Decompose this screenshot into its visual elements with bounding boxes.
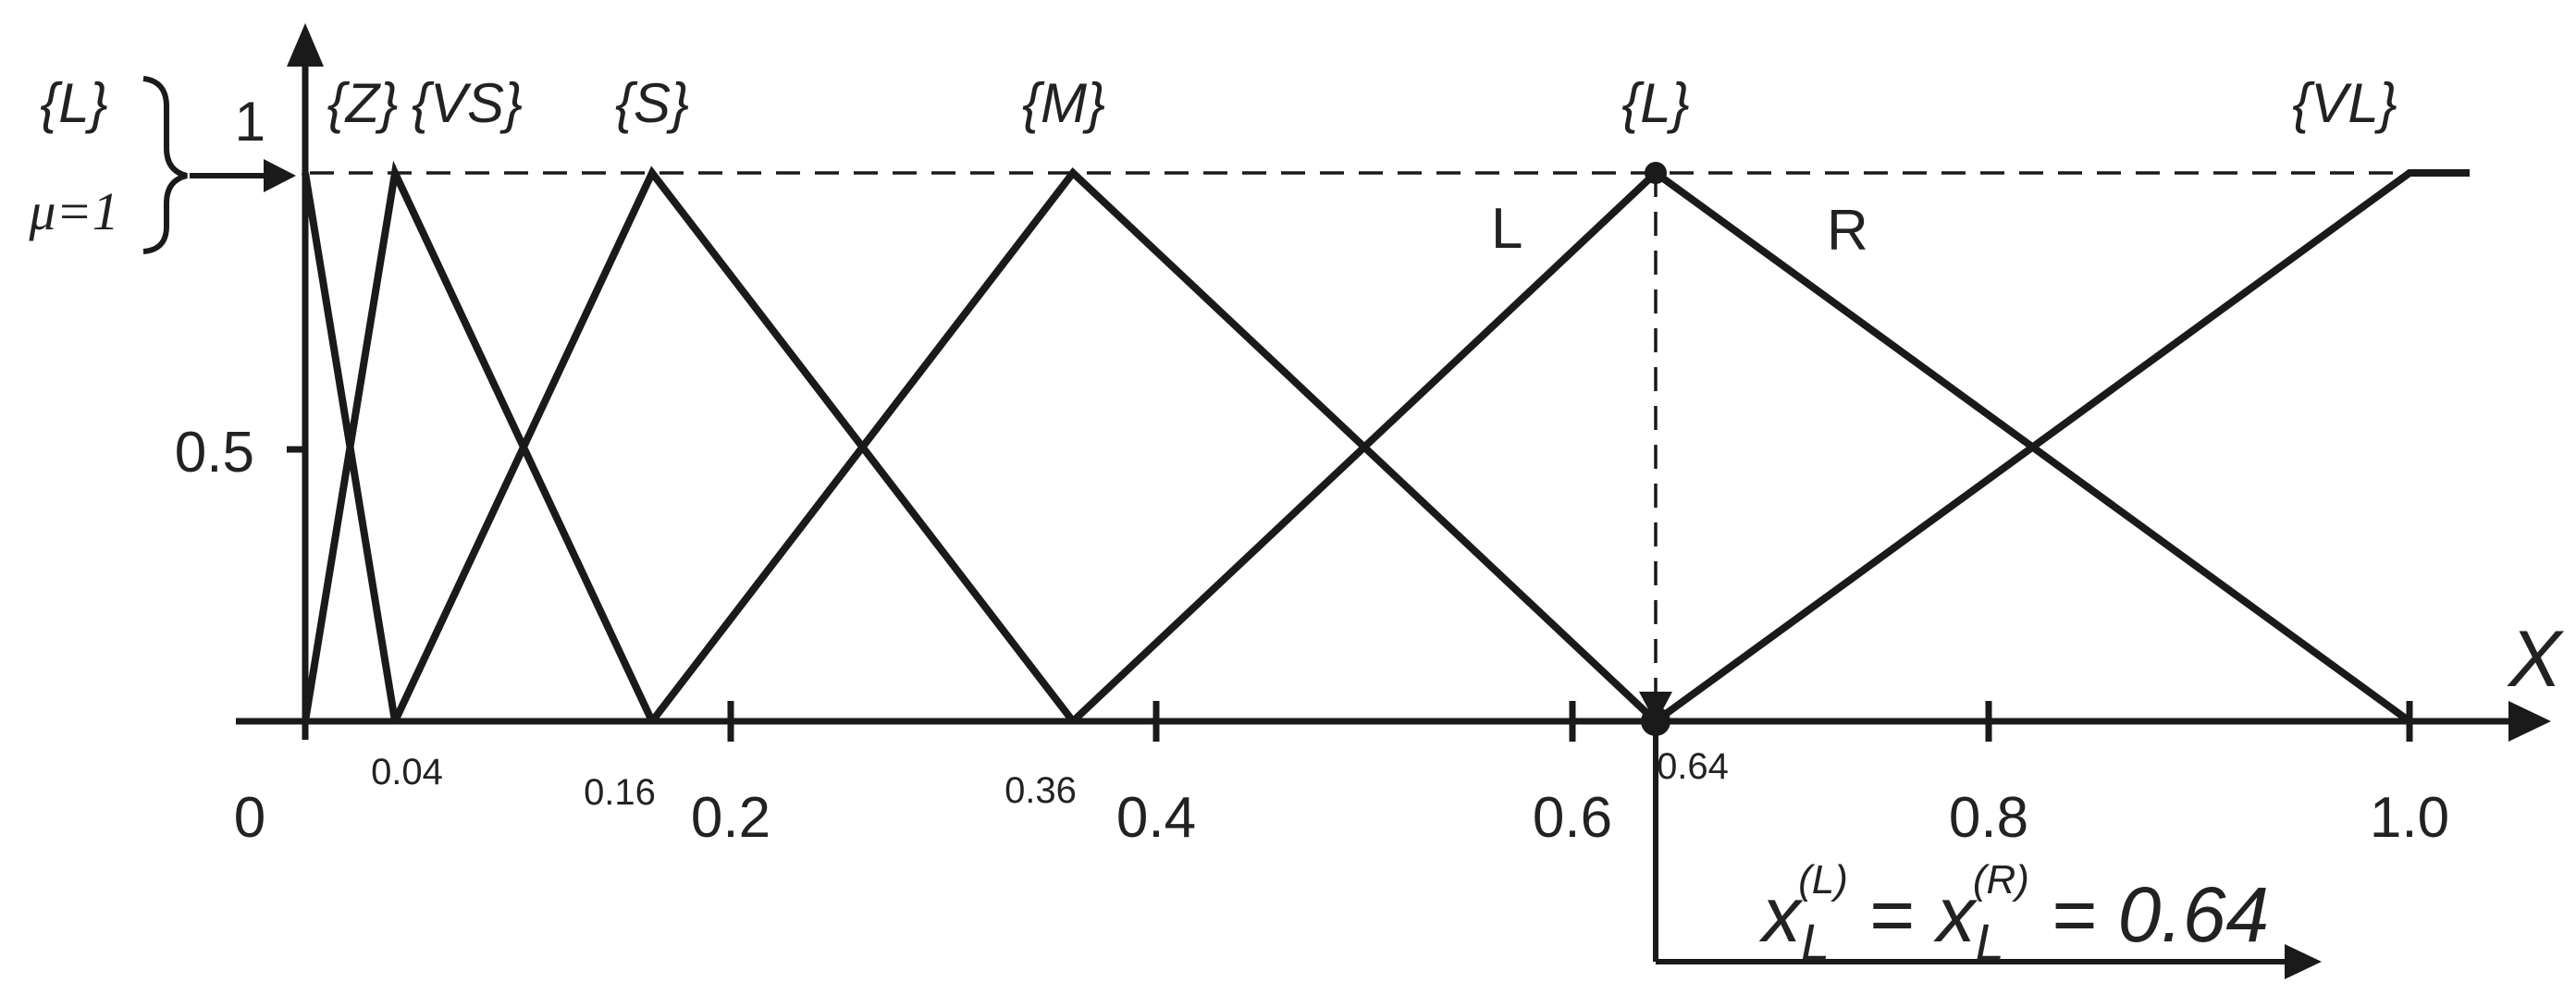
- series-name-label: {S}: [615, 72, 689, 134]
- formula-eq2: = 0.64: [2029, 871, 2269, 958]
- mu-label: μ=1: [28, 181, 118, 241]
- formula-text: xL(L) = xL(R) = 0.64: [1758, 857, 2269, 971]
- membership-series-line: [648, 167, 1658, 724]
- y-tick-label-0.5: 0.5: [175, 421, 254, 485]
- x-major-tick-label: 0.8: [1949, 786, 2028, 850]
- left-side-label: L: [1491, 197, 1522, 261]
- membership-series-line: [1070, 167, 2412, 725]
- mu-arrowhead: [264, 159, 296, 192]
- left-bracket-label: {L}: [40, 72, 107, 134]
- formula-sub1: L: [1801, 913, 1830, 971]
- x-major-ticks: 0 0.2 0.4 0.6 0.8 1.0: [234, 701, 2449, 850]
- x-major-tick-label: 0.2: [691, 786, 770, 850]
- formula-sub2: L: [1976, 913, 2004, 971]
- base-point-marker: [1641, 706, 1670, 736]
- formula-sup1: (L): [1798, 857, 1848, 903]
- x-axis-arrowhead: [2508, 701, 2551, 742]
- series-name-label: {VS}: [412, 72, 523, 134]
- series-name-label: {L}: [1621, 72, 1689, 134]
- x-major-tick-label: 1.0: [2370, 786, 2449, 850]
- x-breakpoint-label: 0.04: [371, 752, 443, 792]
- series-name-label: {VL}: [2292, 72, 2397, 134]
- formula-sup2: (R): [1973, 857, 2029, 903]
- series-name-label: {Z}: [327, 72, 399, 134]
- membership-series-line: [391, 166, 1077, 724]
- x-major-tick-label: 0.4: [1116, 786, 1196, 850]
- peak-point-marker: [1645, 162, 1667, 184]
- x-major-tick-label: 0: [234, 786, 265, 850]
- curly-brace: [142, 76, 188, 254]
- formula-arrowhead: [2285, 944, 2322, 979]
- x-axis-label: X: [2507, 615, 2565, 704]
- membership-series: {Z}{VS} {S} {M} {L} {VL}: [302, 72, 2470, 725]
- formula-x2: x: [1933, 871, 1978, 958]
- formula-eq1: =: [1848, 871, 1937, 958]
- right-side-label: R: [1827, 199, 1868, 263]
- x-breakpoint-label: 0.36: [1005, 770, 1077, 811]
- y-axis-arrowhead: [287, 23, 324, 67]
- x-minor-ticks: 0.04 0.16 0.36 0.64: [371, 746, 1729, 813]
- y-tick-label-1: 1: [235, 91, 265, 153]
- formula-x1: x: [1758, 871, 1804, 958]
- series-name-label: {M}: [1022, 72, 1105, 134]
- membership-series-line: [302, 160, 656, 723]
- membership-series-line: [1653, 169, 2470, 725]
- x-breakpoint-label: 0.64: [1657, 746, 1729, 787]
- x-breakpoint-label: 0.16: [584, 772, 656, 813]
- x-major-tick-label: 0.6: [1533, 786, 1612, 850]
